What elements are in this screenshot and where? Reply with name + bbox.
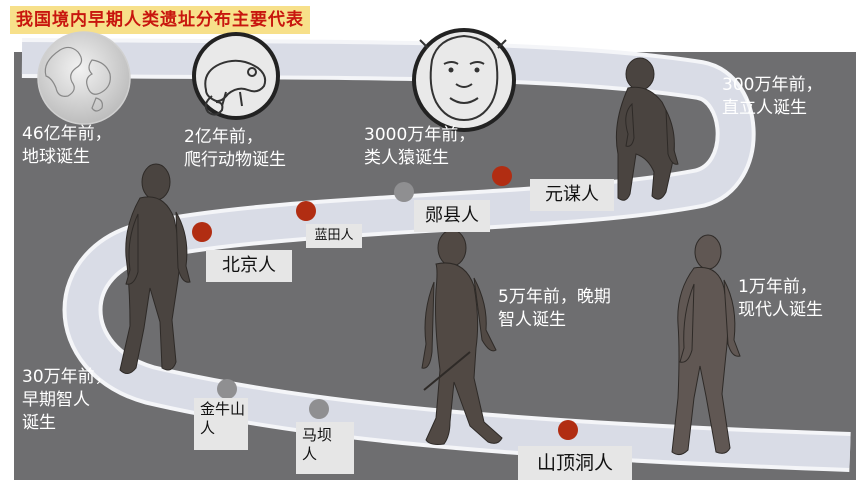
era-erectus-label: 300万年前，直立人诞生 (722, 75, 823, 118)
site-label-beijing: 北京人 (206, 250, 292, 282)
site-label-maba: 马坝人 (296, 422, 354, 474)
diagram-title: 我国境内早期人类遗址分布主要代表 (10, 6, 310, 34)
site-dot-jinniushan (217, 379, 237, 399)
site-label-lantian: 蓝田人 (306, 224, 362, 248)
site-dot-maba (309, 399, 329, 419)
site-dot-yunxian (394, 182, 414, 202)
site-label-yuanmou: 元谋人 (530, 179, 614, 211)
site-dot-lantian (296, 201, 316, 221)
site-dot-yuanmou (492, 166, 512, 186)
site-label-shandingdong: 山顶洞人 (518, 446, 632, 480)
era-ape-label: 3000万年前，类人猿诞生 (364, 125, 476, 168)
era-early-sapiens-label: 30万年前，早期智人诞生 (22, 367, 112, 433)
era-late-sapiens-label: 5万年前，晚期智人诞生 (498, 287, 611, 330)
site-label-jinniushan: 金牛山人 (194, 398, 248, 450)
site-dot-beijing (192, 222, 212, 242)
era-modern-label: 1万年前，现代人诞生 (738, 277, 823, 320)
site-label-yunxian: 郧县人 (414, 200, 490, 232)
era-reptile-label: 2亿年前，爬行动物诞生 (184, 127, 286, 170)
era-earth-label: 46亿年前，地球诞生 (22, 124, 112, 167)
site-dot-shandingdong (558, 420, 578, 440)
